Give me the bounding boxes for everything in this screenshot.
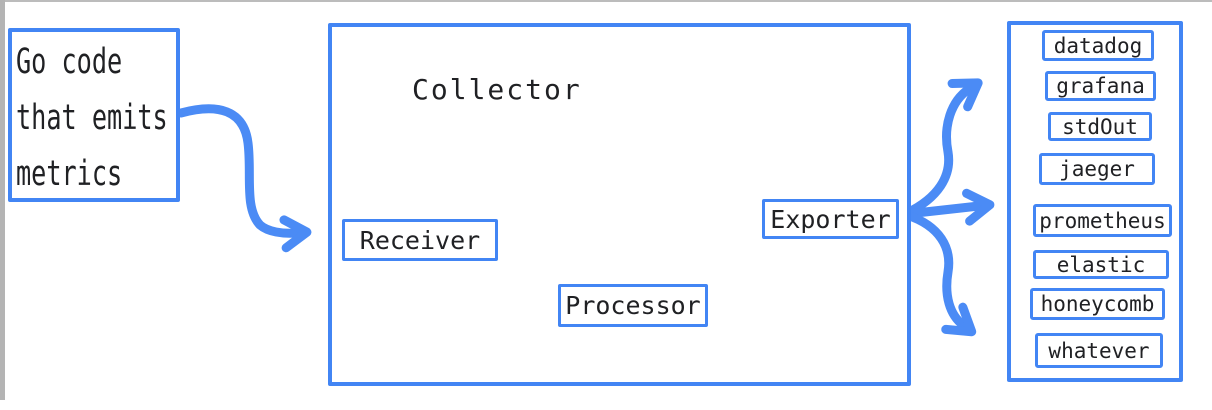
processor-node: Processor	[558, 284, 708, 327]
backend-jaeger: jaeger	[1039, 153, 1155, 185]
collector-title: Collector	[412, 73, 582, 106]
processor-label: Processor	[565, 291, 701, 320]
backend-label: grafana	[1056, 74, 1145, 98]
backend-label: elastic	[1056, 252, 1146, 277]
canvas-top-edge	[0, 0, 1212, 2]
canvas-left-edge	[0, 0, 5, 400]
backend-honeycomb: honeycomb	[1030, 288, 1165, 320]
receiver-label: Receiver	[359, 225, 481, 255]
arrow-exporter-fan-middle	[902, 188, 995, 226]
exporter-label: Exporter	[770, 204, 891, 234]
backend-label: whatever	[1048, 338, 1150, 363]
source-code-box: Go code that emits metrics	[8, 28, 180, 202]
arrow-exporter-fan-top	[902, 78, 983, 218]
source-line: that emits	[16, 98, 168, 138]
backend-label: jaeger	[1059, 157, 1135, 181]
backend-elastic: elastic	[1033, 250, 1169, 279]
backend-label: datadog	[1053, 33, 1143, 58]
receiver-node: Receiver	[342, 219, 498, 261]
source-line: Go code	[16, 42, 123, 82]
backend-whatever: whatever	[1035, 333, 1163, 368]
backend-label: prometheus	[1039, 208, 1166, 233]
backend-stdout: stdOut	[1048, 112, 1152, 141]
source-line: metrics	[16, 154, 123, 194]
backend-label: stdOut	[1062, 114, 1138, 139]
source-code-label: Go code that emits metrics	[16, 34, 168, 202]
exporter-node: Exporter	[762, 199, 899, 239]
backend-label: honeycomb	[1040, 292, 1155, 316]
backend-datadog: datadog	[1042, 30, 1154, 61]
backend-grafana: grafana	[1045, 71, 1156, 101]
arrow-source-to-collector	[176, 104, 312, 253]
arrow-exporter-fan-bottom	[902, 210, 977, 337]
backend-prometheus: prometheus	[1033, 204, 1172, 237]
collector-box: Collector Receiver Processor Exporter	[328, 23, 911, 386]
backends-panel: datadog grafana stdOut jaeger prometheus…	[1007, 21, 1183, 382]
